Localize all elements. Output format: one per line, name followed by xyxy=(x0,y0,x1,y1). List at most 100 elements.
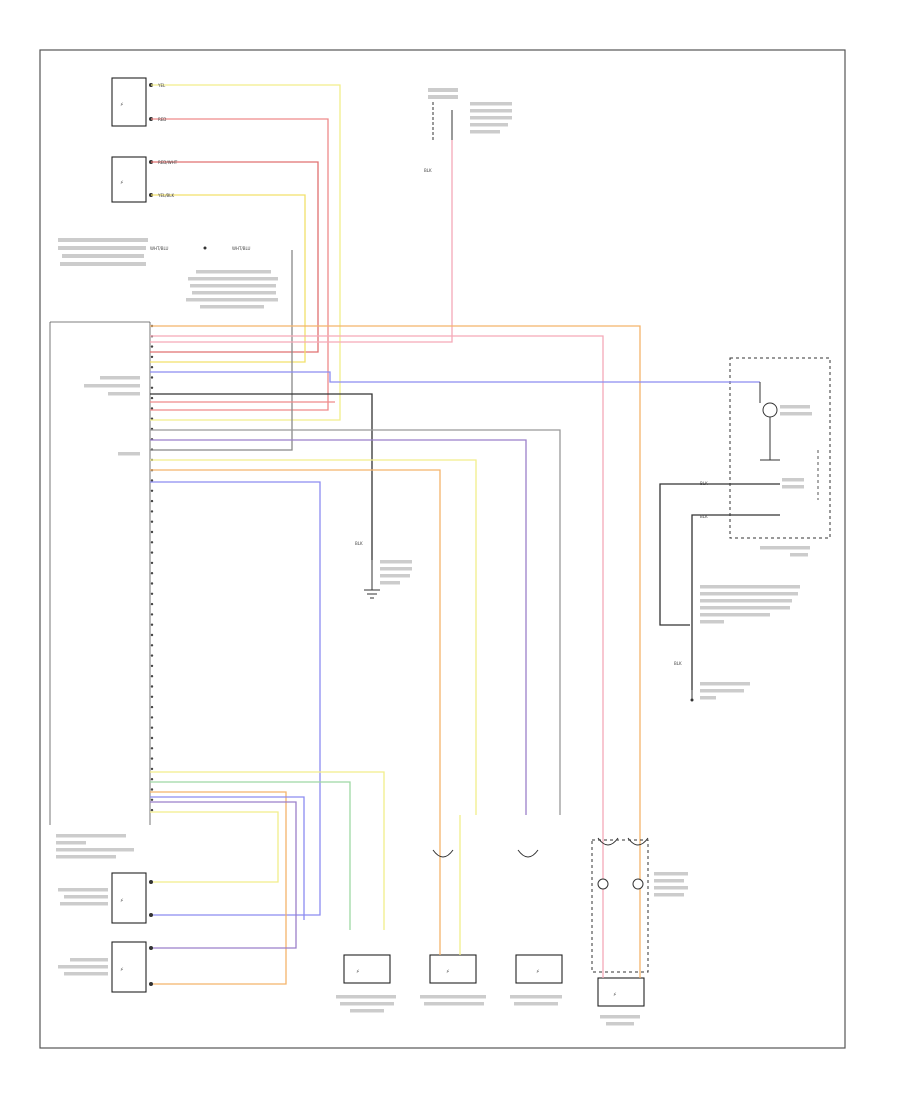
srs-unit-label xyxy=(186,270,278,309)
pin-dot xyxy=(150,767,154,771)
pin-dot xyxy=(150,602,154,606)
pin-dot xyxy=(150,757,154,760)
svg-text:⚡: ⚡ xyxy=(446,969,450,975)
pin-dot xyxy=(150,396,154,400)
svg-text:BLK: BLK xyxy=(700,514,708,519)
pin-dot xyxy=(150,489,154,492)
pin-dot xyxy=(150,798,154,801)
ground-g201: BLK xyxy=(355,541,412,599)
svg-text:⚡: ⚡ xyxy=(120,898,124,904)
pin-dot xyxy=(150,654,154,657)
block-side-labels xyxy=(56,376,140,859)
pin-dot xyxy=(150,747,154,750)
wire-black-ground xyxy=(150,393,373,560)
pin-dot xyxy=(150,345,154,348)
svg-text:⚡: ⚡ xyxy=(356,969,360,975)
pin-dot xyxy=(150,592,154,595)
driver-side-airbag: ⚡ xyxy=(510,954,563,1006)
svg-text:⚡: ⚡ xyxy=(120,180,124,186)
pin-dot xyxy=(150,407,154,410)
pin-dot xyxy=(150,582,154,585)
wire-code-labels: YEL RED RED/WHT YEL/BLK xyxy=(157,83,178,198)
front-passenger-side-sensor: ⚡ xyxy=(58,941,153,993)
wire-orange-bottom xyxy=(150,791,287,985)
driver-seat-belt-tensioner: ⚡ xyxy=(111,77,153,127)
wire-yellow-top xyxy=(150,84,341,421)
pin-dot xyxy=(150,561,154,565)
svg-text:BLK: BLK xyxy=(424,168,432,173)
pin-dot xyxy=(150,572,154,575)
pin-dot xyxy=(150,551,154,554)
pin-dot xyxy=(150,366,154,369)
pin-dot xyxy=(150,736,154,740)
pin-dot xyxy=(150,808,154,812)
wire-yelblk xyxy=(150,194,306,363)
front-passenger-sensor: ⚡ xyxy=(111,156,153,203)
inline-connectors xyxy=(432,837,649,858)
wire-blue-bottom xyxy=(150,796,305,920)
wire-orange-long xyxy=(150,325,641,815)
diagram-frame xyxy=(39,49,846,1049)
wires xyxy=(150,84,700,985)
wire-blue-2 xyxy=(150,481,321,916)
right-wires-black: BLK BLK BLK xyxy=(659,481,800,702)
pin-dot xyxy=(150,479,154,482)
wire-blue-right xyxy=(150,371,700,383)
pin-dot xyxy=(150,726,154,729)
pin-dot xyxy=(150,675,154,678)
pin-dot xyxy=(150,685,154,688)
svg-text:RED: RED xyxy=(158,117,166,122)
wire-redwht xyxy=(150,161,319,353)
wire-gray-1 xyxy=(150,429,561,815)
driver-airbag-bottom: ⚡ xyxy=(591,815,688,1026)
pin-dot xyxy=(150,778,154,781)
svg-text:⚡: ⚡ xyxy=(120,967,124,973)
pin-dot xyxy=(150,376,154,379)
svg-text:YEL/BLK: YEL/BLK xyxy=(157,193,175,198)
data-link-connector-label xyxy=(58,238,148,266)
pin-dot xyxy=(150,355,154,359)
svg-text:WHT/BLU: WHT/BLU xyxy=(232,246,251,251)
wire-orange-2 xyxy=(150,469,441,815)
svg-text:YEL: YEL xyxy=(157,83,166,88)
pin-dot xyxy=(150,530,154,534)
wire-green-bottom xyxy=(150,781,351,930)
pin-dots xyxy=(150,324,154,812)
srs-unit-pin-column xyxy=(49,321,151,825)
passenger-seat-belt-tensioner: ⚡ xyxy=(58,872,153,924)
pin-dot xyxy=(150,520,154,523)
pin-dot xyxy=(150,644,154,647)
svg-text:WHT/BLU: WHT/BLU xyxy=(150,246,169,251)
wire-purple-bottom xyxy=(150,801,297,949)
wire-yellow-bottom-2 xyxy=(150,811,279,883)
wire-purple-1 xyxy=(150,439,527,815)
pin-dot xyxy=(150,705,154,709)
dlc-pins: WHT/BLU WHT/BLU xyxy=(150,246,251,251)
pin-dot xyxy=(150,788,154,791)
pin-dot xyxy=(150,613,154,616)
pin-dot xyxy=(150,664,154,668)
wire-red-top xyxy=(150,118,329,411)
wire-fuse-pink xyxy=(150,140,453,343)
wire-yellow-bottom xyxy=(150,771,385,930)
wire-pink-right xyxy=(150,335,604,815)
passenger-airbag-module: ⚡ xyxy=(336,954,396,1013)
pin-dot xyxy=(150,386,154,389)
svg-text:RED/WHT: RED/WHT xyxy=(158,160,178,165)
svg-text:⚡: ⚡ xyxy=(120,102,124,108)
driver-airbag-module-right xyxy=(700,357,831,557)
fuse-block: BLK xyxy=(424,88,512,173)
pin-dot xyxy=(150,623,154,626)
pin-dot xyxy=(150,716,154,719)
wire-dlc xyxy=(150,250,293,451)
svg-text:BLK: BLK xyxy=(674,661,682,666)
pin-dot xyxy=(150,633,154,637)
svg-text:BLK: BLK xyxy=(355,541,363,546)
wire-yellow-2 xyxy=(150,459,477,815)
svg-text:⚡: ⚡ xyxy=(613,992,617,998)
svg-text:⚡: ⚡ xyxy=(536,969,540,975)
svg-text:BLK: BLK xyxy=(700,481,708,486)
front-passenger-side-airbag: ⚡ xyxy=(420,815,486,1006)
pin-dot xyxy=(150,695,154,698)
